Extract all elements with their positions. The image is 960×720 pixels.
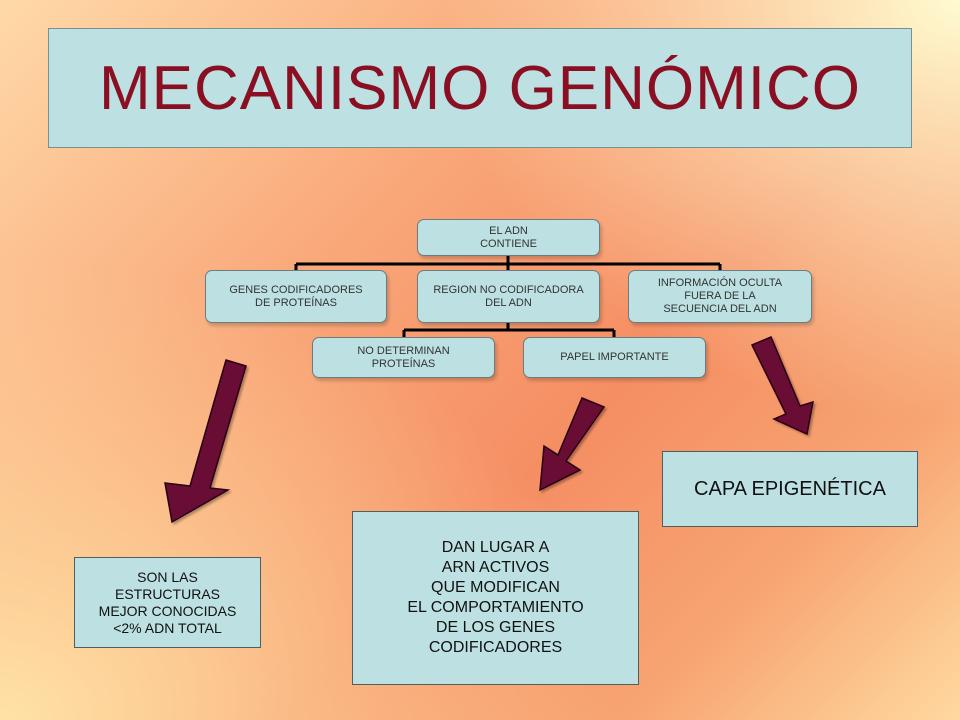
tree-root-node: EL ADN CONTIENE xyxy=(417,219,600,256)
outcome-capa-epigenetica: CAPA EPIGENÉTICA xyxy=(662,451,918,527)
sub-no-determinan-proteinas: NO DETERMINAN PROTEÍNAS xyxy=(312,337,495,378)
arrow-middle-icon xyxy=(539,397,606,492)
branch-region-no-codificadora: REGION NO CODIFICADORA DEL ADN xyxy=(417,270,600,323)
branch-genes-codificadores: GENES CODIFICADORES DE PROTEÍNAS xyxy=(205,270,387,323)
branch-informacion-oculta: INFORMACIÓN OCULTA FUERA DE LA SECUENCIA… xyxy=(628,270,812,323)
arrow-right-icon xyxy=(750,336,814,436)
page-title: MECANISMO GENÓMICO xyxy=(98,53,862,123)
outcome-arn-activos: DAN LUGAR A ARN ACTIVOS QUE MODIFICAN EL… xyxy=(352,511,639,685)
outcome-estructuras: SON LAS ESTRUCTURAS MEJOR CONOCIDAS <2% … xyxy=(74,557,261,648)
sub-papel-importante: PAPEL IMPORTANTE xyxy=(523,337,706,378)
title-banner: MECANISMO GENÓMICO xyxy=(48,28,912,148)
arrow-left-icon xyxy=(164,359,247,524)
